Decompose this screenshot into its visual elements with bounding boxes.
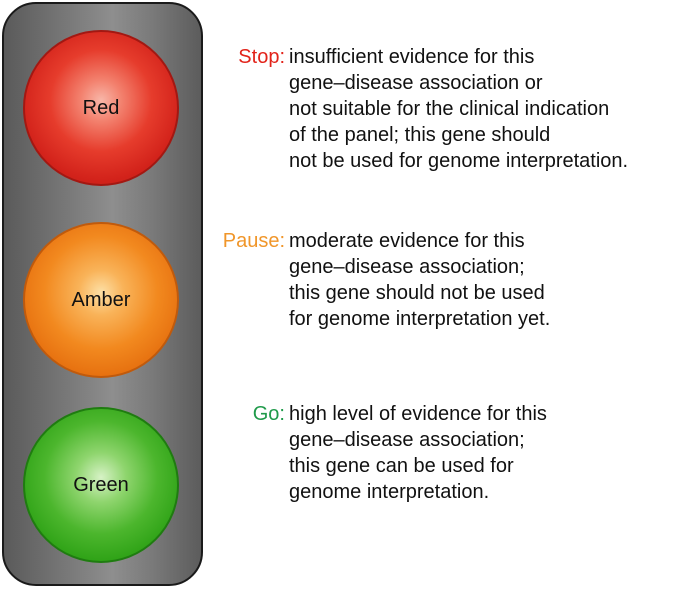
pause-key: Pause: [222, 230, 285, 252]
red-light-label: Red [82, 96, 120, 119]
stop-description-line: not be used for genome interpretation. [289, 150, 629, 172]
go-description-line: high level of evidence for this [289, 403, 547, 425]
stop-description-line: gene–disease association or [289, 72, 543, 94]
amber-light-label: Amber [71, 288, 131, 311]
pause-description-line: gene–disease association; [289, 256, 525, 278]
pause-description-line: moderate evidence for this [289, 230, 525, 252]
stop-description: Stop: insufficient evidence for this gen… [238, 44, 629, 174]
go-description-line: genome interpretation. [289, 481, 490, 503]
stop-description-line: not suitable for the clinical indication [289, 98, 610, 120]
go-key: Go: [252, 403, 285, 425]
stop-key: Stop: [238, 46, 285, 68]
green-light: Green [23, 407, 179, 563]
go-description: Go: high level of evidence for this gene… [253, 401, 547, 505]
go-description-line: gene–disease association; [289, 429, 525, 451]
stop-description-line: insufficient evidence for this [289, 46, 535, 68]
pause-description-line: for genome interpretation yet. [289, 308, 551, 330]
red-light: Red [23, 30, 179, 186]
pause-description: Pause: moderate evidence for this gene–d… [223, 228, 551, 332]
go-description-line: this gene can be used for [289, 455, 514, 477]
amber-light: Amber [23, 222, 179, 378]
stop-description-line: of the panel; this gene should [289, 124, 551, 146]
green-light-label: Green [73, 473, 129, 496]
pause-description-line: this gene should not be used [289, 282, 545, 304]
